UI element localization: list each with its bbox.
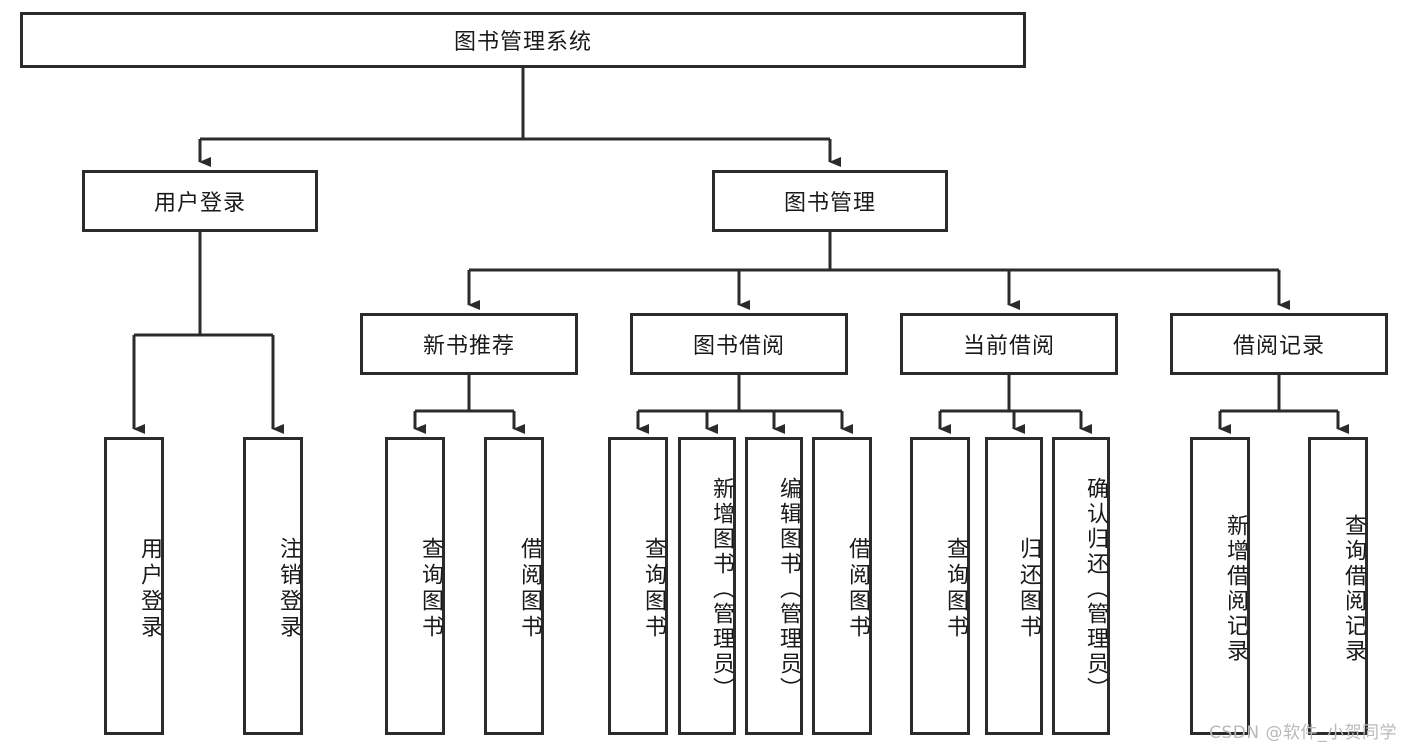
leaf-label: 新增借阅记录 [1223, 514, 1248, 664]
leaf-label: 借阅图书 [517, 537, 542, 641]
leaf-label: 用户登录 [137, 537, 162, 641]
leaf-return-book[interactable]: 归还图书 [985, 437, 1043, 735]
node-book-management[interactable]: 图书管理 [712, 170, 948, 232]
leaf-label: 查询图书 [418, 537, 443, 641]
node-book-borrow[interactable]: 图书借阅 [630, 313, 848, 375]
leaf-query-book-recommend[interactable]: 查询图书 [385, 437, 445, 735]
leaf-add-borrow-record[interactable]: 新增借阅记录 [1190, 437, 1250, 735]
leaf-edit-book-admin[interactable]: 编辑图书（管理员） [745, 437, 803, 735]
leaf-label: 编辑图书（管理员） [776, 476, 801, 702]
leaf-query-book-borrow[interactable]: 查询图书 [608, 437, 668, 735]
node-current-borrow[interactable]: 当前借阅 [900, 313, 1118, 375]
leaf-label: 查询图书 [641, 537, 666, 641]
leaf-borrow-book[interactable]: 借阅图书 [812, 437, 872, 735]
leaf-query-borrow-record[interactable]: 查询借阅记录 [1308, 437, 1368, 735]
leaf-label: 新增图书（管理员） [709, 476, 734, 702]
node-root[interactable]: 图书管理系统 [20, 12, 1026, 68]
leaf-label: 注销登录 [276, 537, 301, 641]
leaf-label: 查询借阅记录 [1341, 514, 1366, 664]
leaf-label: 确认归还（管理员） [1083, 476, 1108, 702]
leaf-query-book-current[interactable]: 查询图书 [910, 437, 970, 735]
node-user-login[interactable]: 用户登录 [82, 170, 318, 232]
leaf-label: 查询图书 [943, 537, 968, 641]
leaf-confirm-return-admin[interactable]: 确认归还（管理员） [1052, 437, 1110, 735]
leaf-add-book-admin[interactable]: 新增图书（管理员） [678, 437, 736, 735]
leaf-label: 借阅图书 [845, 537, 870, 641]
watermark-text: CSDN @软件_小贺同学 [1209, 723, 1397, 743]
leaf-user-logout[interactable]: 注销登录 [243, 437, 303, 735]
leaf-label: 归还图书 [1016, 537, 1041, 641]
leaf-borrow-book-recommend[interactable]: 借阅图书 [484, 437, 544, 735]
node-new-book-recommend[interactable]: 新书推荐 [360, 313, 578, 375]
leaf-user-login[interactable]: 用户登录 [104, 437, 164, 735]
node-borrow-record[interactable]: 借阅记录 [1170, 313, 1388, 375]
